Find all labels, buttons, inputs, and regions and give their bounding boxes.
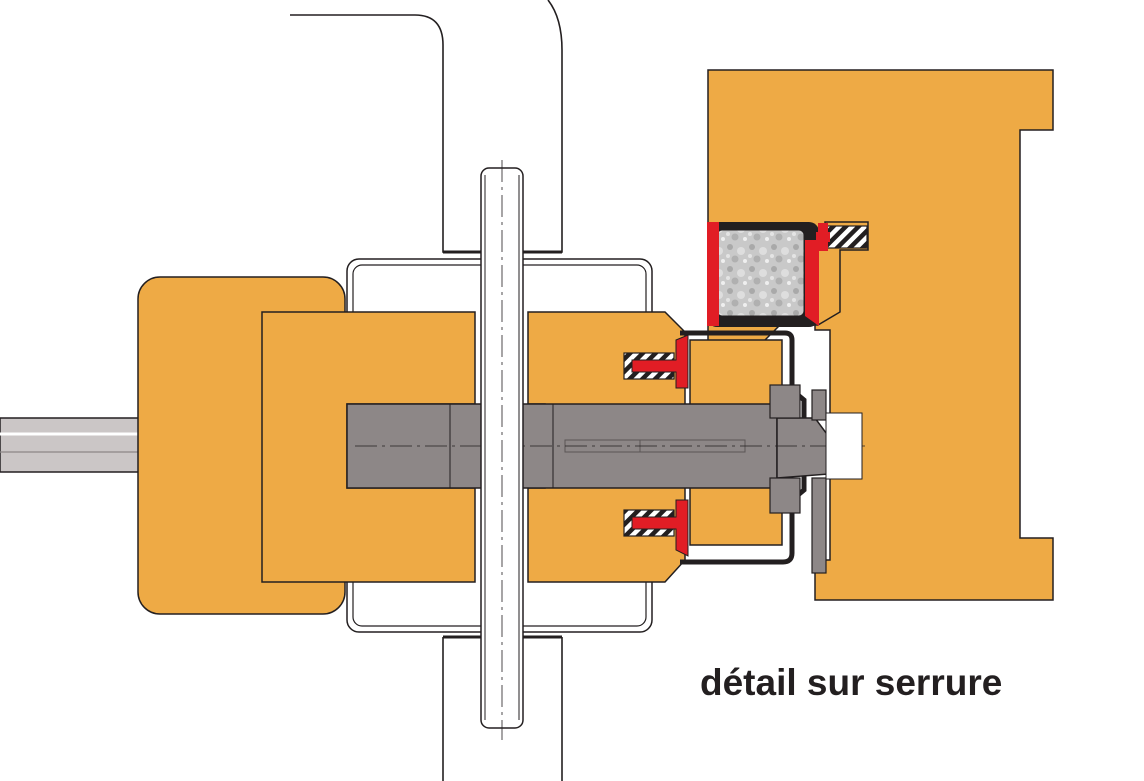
- lock-gasket-bottom: [623, 499, 689, 557]
- lock-gasket-top: [623, 334, 689, 389]
- drawing-caption: détail sur serrure: [700, 662, 1003, 703]
- steel-reinforcement: [707, 222, 819, 327]
- frame-gasket-top: [816, 223, 868, 251]
- strike-opening: [825, 412, 863, 480]
- lock-bolt: [346, 384, 865, 574]
- vertical-spindle: [480, 160, 524, 740]
